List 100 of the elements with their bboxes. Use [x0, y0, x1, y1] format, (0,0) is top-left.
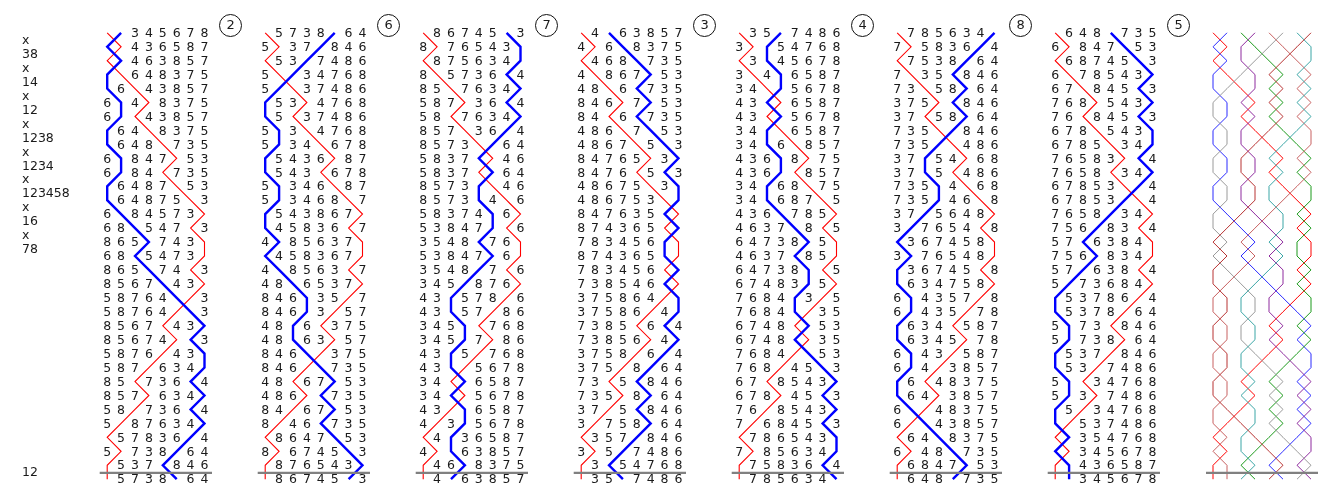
number-row: 8 5 6 7 4 3	[102, 334, 210, 345]
number-row: 7 6 8 4 5 3	[734, 362, 842, 373]
number-row: 6 8 4 7 5 3	[102, 153, 210, 164]
number-row: 7 6 8 5 4 3	[734, 404, 828, 415]
number-row: 8 5 7 6 3 4	[102, 390, 196, 401]
number-row: 8 4 6 3 5 7	[260, 293, 368, 304]
number-row: 5 3 7 8 6 4	[1064, 293, 1158, 304]
number-row: 4 5 8 3 6 7	[274, 251, 354, 262]
number-row: 5 3 4 7 6 8	[1050, 376, 1158, 387]
number-row: 4 3 6 5 8 7	[418, 404, 526, 415]
number-row: 6 4 8 3 7 5	[892, 404, 1000, 415]
number-row: 5 7 6 3 8 4	[1050, 265, 1158, 276]
number-row: 6 4 8 3 7 5	[906, 376, 1000, 387]
number-row: 8 7 4 3 6 5	[576, 223, 656, 234]
number-row: 5 7 3 8 6 4	[1050, 334, 1158, 345]
number-row: 7 8 5 6 3 4	[906, 28, 986, 38]
number-row: 5 4 3 6 7 8	[274, 167, 368, 178]
number-row: 5 8 7 6 4 3	[102, 307, 210, 317]
number-row: 7 3 5 4 6 8	[892, 181, 1000, 192]
number-row: 6 4 3 8 5 7	[116, 83, 210, 94]
number-row: 5 3 4 6 8 7	[260, 195, 368, 206]
number-row: 6 7 8 5 3 4	[1050, 195, 1158, 206]
number-row: 7 3 5 8 4 6	[892, 69, 1000, 80]
number-row: 3 4 5 7 8 6	[418, 334, 526, 345]
number-row: 6 4 8 3 7 5	[906, 432, 1000, 443]
number-row: 3 7 5 8 6 4	[892, 111, 1000, 122]
number-row: 8 5 6 7 4 3	[102, 320, 196, 331]
number-row: 3 7 5 6 4 8	[892, 209, 986, 220]
number-row: 5 3 7 4 8 6	[1078, 418, 1158, 429]
number-row: 4 8 6 7 5 3	[576, 69, 684, 80]
number-row: 5 3 4 6 7 8	[260, 139, 368, 150]
number-row: 3 4 5 6 7 8	[748, 55, 842, 66]
notation-label: 38	[22, 48, 38, 59]
notation-label: 16	[22, 216, 38, 227]
number-row: 5 7 3 8 6 4	[102, 446, 210, 457]
notation-label: x	[22, 230, 30, 241]
number-row: 6 8 5 4 7 3	[102, 251, 196, 262]
number-row: 7 6 5 8 3 4	[1050, 167, 1144, 178]
number-row: 5 8 3 7 4 6	[418, 209, 512, 220]
number-row: 5 7 6 3 8 4	[1050, 237, 1144, 248]
number-row: 4 8 6 3 7 5	[260, 320, 368, 331]
number-row: 6 4 8 7 3 5	[906, 474, 1000, 485]
number-row: 4 3 6 5 8 7	[130, 41, 210, 52]
number-row: 3 7 5 8 4 6	[576, 404, 684, 415]
number-row: 6 4 8 3 7 5	[102, 97, 210, 108]
number-row: 5 3 7 8 4 6	[1064, 348, 1158, 359]
number-row: 6 3 4 5 7 8	[906, 334, 1000, 345]
number-row: 7 3 5 8 6 4	[892, 83, 1000, 94]
number-row: 3 7 5 8 6 4	[576, 307, 670, 317]
number-row: 3 7 5 8 6 4	[576, 293, 656, 304]
number-row: 6 7 8 5 4 3	[1050, 125, 1144, 136]
number-row: 7 8 5 6 3 4	[748, 474, 828, 485]
number-row: 8 6 7 4 5 3	[260, 446, 368, 457]
number-row: 3 6 7 4 5 8	[906, 237, 986, 248]
number-row: 8 5 7 3 6 4	[102, 376, 210, 387]
number-row: 4 8 6 3 5 7	[260, 334, 368, 345]
number-row: 5 3 4 6 8 7	[260, 181, 368, 192]
number-row: 6 7 8 5 3 4	[1050, 181, 1158, 192]
number-row: 3 7 6 5 4 8	[892, 251, 986, 262]
number-row: 6 7 8 4 5 3	[1050, 83, 1158, 94]
number-row: 5 3 7 8 4 6	[116, 460, 210, 471]
number-row: 3 4 5 6 7 8	[1078, 474, 1158, 485]
number-row: 5 3 4 7 6 8	[260, 69, 368, 80]
number-row: 5 8 7 6 4 3	[102, 293, 210, 304]
notation-label: x	[22, 90, 30, 101]
number-row: 4 3 5 7 8 6	[418, 307, 526, 317]
number-row: 4 3 6 7 8 5	[734, 209, 828, 220]
number-row: 7 5 8 3 6 4	[748, 460, 842, 471]
number-row: 4 3 5 7 6 8	[418, 348, 526, 359]
number-row: 5 3 4 7 6 8	[274, 97, 368, 108]
number-row: 7 3 5 8 4 6	[892, 125, 1000, 136]
number-row: 6 4 7 3 8 5	[734, 237, 828, 248]
number-row: 3 7 5 8 6 4	[576, 362, 684, 373]
number-row: 4 8 6 7 5 3	[576, 125, 684, 136]
number-row: 4 8 6 7 5 3	[576, 181, 670, 192]
number-row: 4 3 5 7 8 6	[418, 293, 526, 304]
number-row: 7 8 3 4 5 6	[576, 265, 656, 276]
number-row: 3 4 6 5 8 7	[418, 376, 526, 387]
number-row: 5 8 3 7 4 6	[418, 153, 526, 164]
number-row: 7 5 8 3 6 4	[892, 41, 1000, 52]
number-row: 6 4 8 7 3 5	[892, 446, 1000, 457]
number-row: 4 8 6 7 3 5	[576, 83, 684, 94]
number-row: 8 5 6 7 4 3	[102, 279, 196, 290]
number-row: 7 3 8 5 6 4	[576, 320, 684, 331]
number-row: 7 3 5 8 6 4	[576, 390, 684, 401]
number-row: 5 3 8 4 7 6	[418, 223, 526, 234]
number-row: 8 4 6 7 5 3	[260, 404, 368, 415]
notation-label: x	[22, 118, 30, 129]
number-row: 3 6 7 4 5 8	[906, 265, 1000, 276]
number-row: 3 7 5 8 6 4	[576, 348, 684, 359]
number-row: 4 8 6 7 5 3	[260, 376, 368, 387]
number-row: 7 3 8 5 4 6	[576, 279, 656, 290]
number-row: 7 5 3 8 6 4	[906, 55, 1000, 66]
number-row: 4 8 6 7 3 5	[260, 390, 368, 401]
number-row: 3 5 4 7 6 8	[1078, 432, 1158, 443]
number-row: 6 7 8 5 4 3	[1050, 69, 1144, 80]
number-row: 6 7 8 5 4 3	[734, 376, 828, 387]
number-row: 4 5 8 3 6 7	[274, 223, 368, 234]
number-row: 7 6 8 4 5 3	[734, 348, 842, 359]
number-row: 3 4 6 5 8 7	[734, 125, 842, 136]
